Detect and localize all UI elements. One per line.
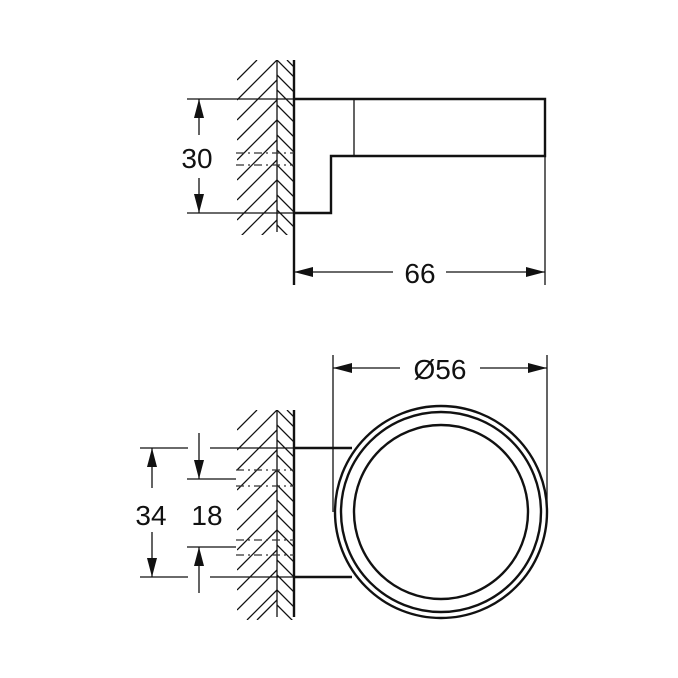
- arrow-up-icon: [194, 99, 204, 118]
- arrow-down-icon: [194, 194, 204, 213]
- arrow-down-icon: [147, 558, 157, 577]
- wall-hatch-left: [237, 410, 277, 620]
- inner-spacing-label: 18: [191, 500, 222, 531]
- arrow-left-icon: [333, 363, 352, 373]
- front-view: Ø56 34 18: [135, 354, 549, 620]
- side-view: 30 66: [181, 60, 547, 289]
- ring-inner: [352, 423, 530, 601]
- arrow-up-icon: [147, 448, 157, 467]
- ring-outer: [333, 404, 549, 620]
- height-dimension-label: 30: [181, 143, 212, 174]
- ring-middle: [339, 410, 543, 614]
- outer-spacing-label: 34: [135, 500, 166, 531]
- arrow-left-icon: [294, 267, 313, 277]
- arrow-down-icon: [194, 460, 204, 479]
- arrow-right-icon: [526, 267, 545, 277]
- length-dimension-label: 66: [404, 258, 435, 289]
- holder-profile: [294, 97, 547, 215]
- wall-hatch-right: [277, 410, 294, 620]
- arrow-up-icon: [194, 547, 204, 566]
- arrow-right-icon: [528, 363, 547, 373]
- wall-hatch-right: [277, 60, 294, 235]
- wall-hatch-left: [237, 60, 277, 235]
- diameter-dimension-label: Ø56: [414, 354, 467, 385]
